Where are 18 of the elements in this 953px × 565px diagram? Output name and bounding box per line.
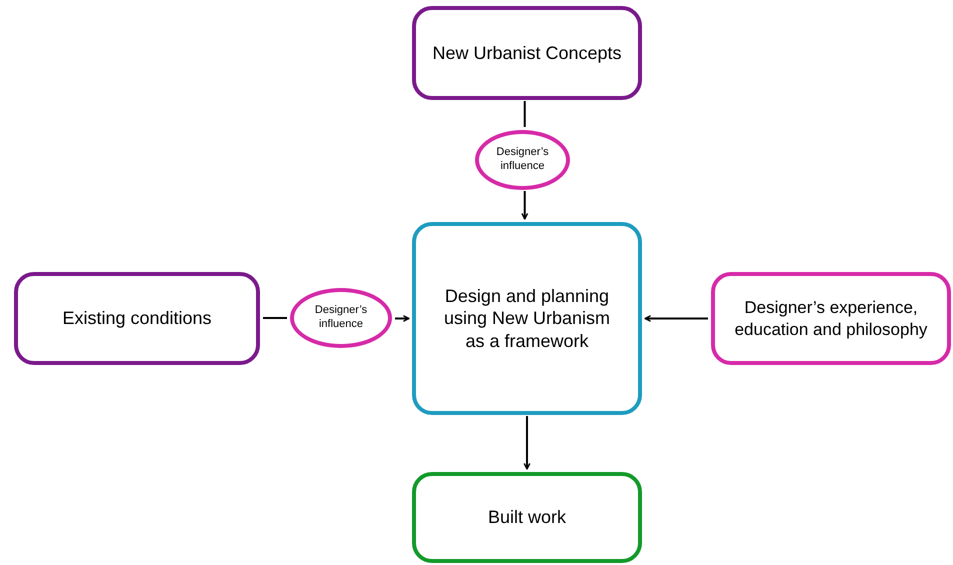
node-label: Designer’s experience, education and philosophy — [734, 297, 928, 340]
process-box — [711, 272, 951, 365]
node-label: New Urbanist Concepts — [432, 42, 622, 64]
connector-line — [263, 317, 287, 319]
node-label: Designer’s influence — [314, 304, 368, 332]
process-box — [14, 272, 260, 365]
node-label: Built work — [488, 506, 566, 529]
connector-line — [524, 101, 526, 127]
node-label: Existing conditions — [62, 307, 212, 330]
process-box — [412, 6, 642, 100]
node-label: Design and planning using New Urbanism as a framework — [442, 284, 612, 352]
arrow — [644, 315, 708, 322]
arrow — [521, 191, 528, 220]
node-label: Designer’s influence — [495, 146, 550, 174]
process-box — [412, 472, 642, 563]
process-box — [412, 222, 642, 415]
arrow — [395, 315, 410, 322]
arrow — [524, 416, 530, 470]
